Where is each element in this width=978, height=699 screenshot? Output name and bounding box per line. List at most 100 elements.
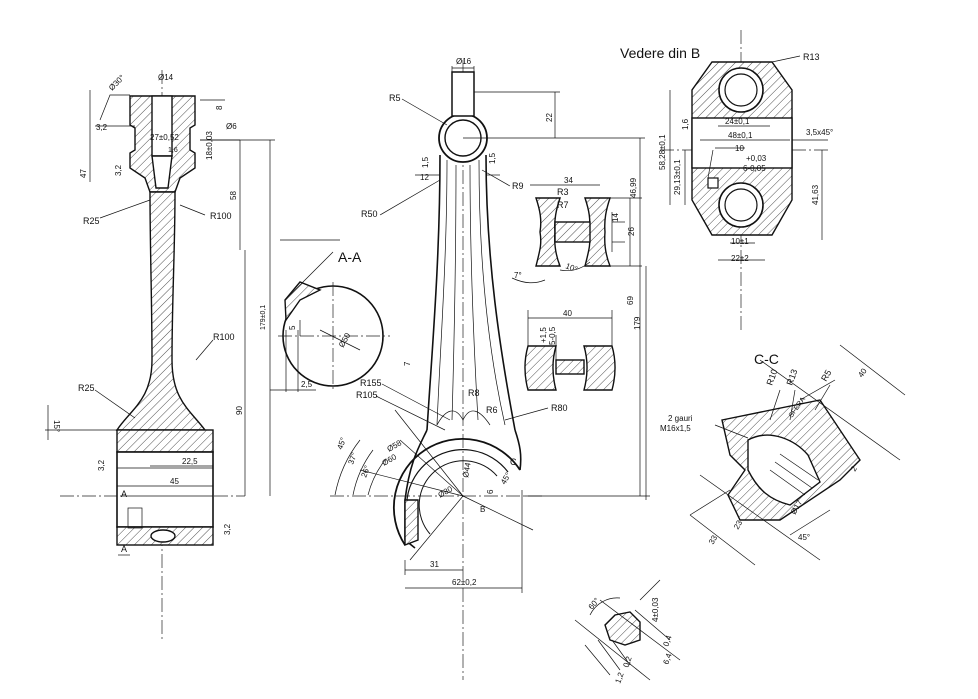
label-r7: R7 (557, 200, 569, 210)
dim-45deg: 45° (335, 436, 348, 450)
dim-1-2: 1,2 (613, 671, 625, 685)
dim-d30: Ø30° (107, 73, 126, 92)
dim-6: 6 (486, 489, 495, 494)
dim-179: 179 (633, 316, 642, 330)
i-section-lower (524, 266, 647, 500)
label-r25-top: R25 (83, 216, 100, 226)
dim-24-tol: 24±0,1 (725, 117, 750, 126)
dim-60deg: 60° (587, 596, 602, 611)
dim-3-2-top: 3,2 (96, 123, 108, 132)
label-r9: R9 (512, 181, 524, 191)
view-b-title: Vedere din B (620, 45, 700, 61)
dim-d14: Ø14 (158, 73, 174, 82)
section-mark-a-left: A (121, 489, 127, 499)
dim-27-tol: 27±0,52 (150, 133, 179, 142)
dim-plus-0-03: +0,03 (746, 154, 767, 163)
label-r25-bot: R25 (78, 383, 95, 393)
dim-4-tol: 4±0,03 (651, 597, 660, 622)
dim-29-13-tol: 29,13±0,1 (673, 159, 682, 195)
dim-90: 90 (235, 406, 244, 415)
dim-0-4: 0,4 (661, 634, 673, 648)
side-view (45, 70, 275, 640)
dim-d6: Ø6 (226, 122, 237, 131)
label-r105: R105 (356, 390, 378, 400)
dim-40: 40 (856, 366, 869, 379)
dim-1-6: 1,6 (681, 118, 690, 130)
label-r100-mid: R100 (213, 332, 235, 342)
label-m16: M16x1,5 (660, 424, 691, 433)
section-cc (689, 344, 906, 566)
dim-22-5: 22,5 (182, 457, 198, 466)
dim-69: 69 (626, 296, 635, 305)
dim-58: 58 (229, 191, 238, 200)
dim-d16: Ø16 (456, 57, 472, 66)
dim-8: 8 (215, 105, 224, 110)
dim-7deg: 7° (514, 271, 522, 280)
dim-6-0-05: 6-0,05 (743, 164, 766, 173)
section-mark-b: B (480, 505, 485, 514)
dim-d44: Ø44 (461, 461, 473, 478)
dim-45deg-b: 45° (499, 471, 513, 486)
dim-12: 12 (420, 173, 429, 182)
view-b-labels: Vedere din B R13 1,6 24±0,1 48±0,1 3,5x4… (620, 45, 833, 263)
dim-46-99: 46,99 (629, 177, 638, 198)
dim-chamfer: 3,5x45° (806, 128, 833, 137)
dim-1-5-b: 1,5 (488, 152, 497, 164)
label-r100-top: R100 (210, 211, 232, 221)
section-aa (270, 239, 390, 392)
dim-14: 14 (611, 213, 620, 222)
dim-3-2-b: 3,2 (114, 164, 123, 176)
front-view (330, 60, 650, 680)
label-r6: R6 (486, 405, 498, 415)
dim-0-2: 0,2 (621, 655, 633, 669)
view-b (660, 30, 830, 330)
dim-3-2-d: 3,2 (223, 523, 232, 535)
label-r5: R5 (819, 368, 833, 383)
groove-detail (574, 579, 681, 681)
dim-10deg: 10° (564, 261, 578, 274)
dim-37deg: 37° (346, 451, 359, 465)
dim-5-0-5: 5-0,5 (548, 326, 557, 345)
dim-48-tol: 48±0,1 (728, 131, 753, 140)
dim-7: 7 (403, 361, 412, 366)
label-r50: R50 (361, 209, 378, 219)
label-r8: R8 (468, 388, 480, 398)
label-r13: R13 (803, 52, 820, 62)
dim-26deg: 26° (359, 464, 372, 478)
dim-40: 40 (563, 309, 572, 318)
label-r5: R5 (389, 93, 401, 103)
dim-1-6: 1,6 (168, 147, 178, 154)
dim-47: 47 (79, 169, 88, 178)
dim-58-28-tol: 58,28±0,1 (658, 134, 667, 170)
label-r155: R155 (360, 378, 382, 388)
section-aa-title: A-A (338, 249, 362, 265)
label-r13: R13 (784, 368, 799, 387)
dim-18-tol: 18±0,03 (205, 131, 214, 160)
dim-41-63: 41,63 (811, 184, 820, 205)
dim-22: 22 (545, 113, 554, 122)
dim-5: 5 (288, 325, 297, 330)
dim-d60: Ø60 (381, 452, 399, 468)
i-section-upper (511, 184, 642, 284)
dim-34: 34 (564, 176, 573, 185)
dim-45deg: 45° (798, 533, 810, 542)
dim-33: 33 (707, 533, 720, 546)
section-mark-a-bottom: A (121, 544, 127, 554)
dim-10: 10 (735, 144, 744, 153)
i-section-lower-labels: 40 +1,5 5-0,5 69 (539, 296, 635, 345)
dim-31: 31 (430, 560, 439, 569)
dim-15deg: 15° (52, 420, 61, 432)
front-view-labels: Ø16 R5 22 1,5 1,5 12 R9 R50 7 R155 R105 … (335, 57, 642, 587)
dim-2: 2 (849, 464, 859, 473)
i-section-upper-labels: 34 R3 R7 14 26 46,99 7° 10° (514, 176, 638, 280)
dim-2-5: 2,5 (301, 380, 313, 389)
side-view-labels: Ø14 Ø30° 8 3,2 Ø6 27±0,52 1,6 18±0,03 47… (52, 73, 267, 554)
dim-6-4: 6,4 (661, 652, 673, 666)
label-r10: R10 (764, 368, 779, 387)
dim-45: 45 (170, 477, 179, 486)
dim-22-tol: 22±2 (731, 254, 749, 263)
dim-179-tol: 179±0,1 (260, 305, 267, 330)
dim-3-2-c: 3,2 (97, 459, 106, 471)
section-mark-c: C (510, 457, 517, 467)
